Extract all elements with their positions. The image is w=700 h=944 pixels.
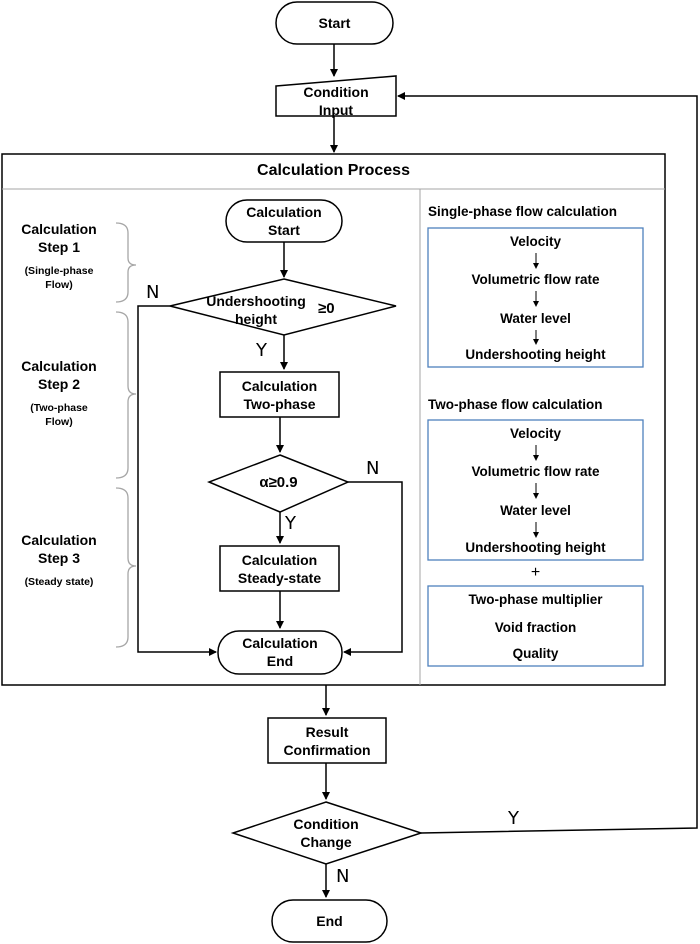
arrow-change-yes-loop — [397, 92, 698, 834]
step-1-sub-2: Flow) — [45, 279, 73, 291]
undershoot-condition: ≥0 — [318, 300, 335, 317]
result-line2: Confirmation — [283, 742, 371, 758]
undershoot-yes-label: Y — [256, 340, 267, 361]
calc-two-phase-box — [219, 371, 340, 418]
undershoot-line2: height — [235, 311, 277, 327]
tp-item-undershooting: Undershooting height — [465, 540, 606, 555]
single-phase-title: Single-phase flow calculation — [428, 204, 618, 219]
arrow-undershoot-no — [137, 305, 217, 656]
alpha-yes-label: Y — [285, 513, 296, 534]
calc-steady-box — [219, 545, 340, 592]
step-3-sub-1: (Steady state) — [24, 576, 94, 588]
two-phase-panel — [427, 419, 644, 561]
step-1-title-2: Step 1 — [37, 239, 80, 255]
tp-item-velocity: Velocity — [509, 426, 562, 441]
step-2-title-2: Step 2 — [37, 376, 80, 392]
calc-two-phase-line2: Two-phase — [243, 396, 316, 412]
condition-input-label: Condition Input — [276, 83, 396, 119]
calculation-process-frame — [1, 153, 666, 686]
tp-item-water-level: Water level — [500, 503, 571, 518]
step-1-label: Calculation Step 1 (Single-phase Flow) — [4, 220, 114, 292]
step2-brace — [115, 311, 137, 479]
tp-extra-void-fraction: Void fraction — [494, 620, 577, 635]
step-1-sub-1: (Single-phase — [24, 265, 94, 277]
step-2-label: Calculation Step 2 (Two-phase Flow) — [4, 357, 114, 429]
calc-end-line1: Calculation — [242, 635, 318, 651]
end-terminal — [271, 899, 388, 943]
step-3-title-1: Calculation — [21, 532, 97, 548]
tp-item-flow-rate: Volumetric flow rate — [471, 464, 600, 479]
calc-end-label: Calculation End — [218, 634, 342, 670]
change-yes-label: Y — [508, 808, 519, 829]
step-3-label: Calculation Step 3 (Steady state) — [4, 531, 114, 589]
sp-item-undershooting: Undershooting height — [465, 347, 606, 362]
calc-start-line1: Calculation — [246, 204, 322, 220]
condition-input-line1: Condition — [303, 84, 369, 100]
two-phase-title: Two-phase flow calculation — [428, 397, 603, 412]
sp-item-flow-rate: Volumetric flow rate — [471, 272, 600, 287]
end-label: End — [316, 913, 343, 929]
step-2-sub-2: Flow) — [45, 416, 73, 428]
tp-extra-multiplier: Two-phase multiplier — [468, 592, 603, 607]
two-phase-extra-panel — [427, 585, 644, 667]
calc-two-phase-label: Calculation Two-phase — [220, 377, 339, 413]
result-line1: Result — [305, 724, 349, 740]
condition-change-label: Condition Change — [266, 815, 386, 851]
calc-steady-label: Calculation Steady-state — [220, 551, 339, 587]
result-confirmation-label: Result Confirmation — [268, 723, 386, 759]
calc-two-phase-line1: Calculation — [241, 378, 318, 394]
process-title: Calculation Process — [257, 162, 410, 179]
calc-end-line2: End — [266, 653, 294, 669]
calc-start-label: Calculation Start — [226, 203, 342, 239]
condition-change-line1: Condition — [293, 816, 359, 832]
undershoot-line1: Undershooting — [206, 293, 306, 309]
sp-item-water-level: Water level — [500, 311, 571, 326]
undershoot-decision-label: Undershooting height — [196, 292, 316, 328]
calc-steady-line1: Calculation — [241, 552, 318, 568]
step-2-sub-1: (Two-phase — [30, 402, 88, 414]
change-no-label: N — [336, 866, 350, 887]
undershoot-no-label: N — [146, 282, 160, 303]
tp-plus-sign: + — [530, 564, 541, 581]
condition-change-line2: Change — [300, 834, 352, 850]
result-confirmation-box — [267, 717, 387, 764]
condition-input-line2: Input — [318, 102, 354, 118]
alpha-decision-label: α≥0.9 — [259, 474, 298, 491]
sp-item-velocity: Velocity — [509, 234, 562, 249]
calc-start-line2: Start — [268, 222, 300, 238]
step3-brace — [115, 487, 137, 648]
step-3-title-2: Step 3 — [37, 550, 80, 566]
arrow-alpha-no — [343, 481, 403, 656]
alpha-no-label: N — [366, 458, 380, 479]
step-2-title-1: Calculation — [21, 358, 97, 374]
start-label: Start — [318, 15, 351, 31]
condition-input-shape — [275, 75, 397, 117]
calc-steady-line2: Steady-state — [237, 570, 322, 586]
calc-end-terminal — [217, 630, 343, 675]
step-1-title-1: Calculation — [21, 221, 97, 237]
tp-extra-quality: Quality — [512, 646, 559, 661]
single-phase-panel — [427, 227, 644, 368]
step1-brace — [115, 222, 137, 303]
